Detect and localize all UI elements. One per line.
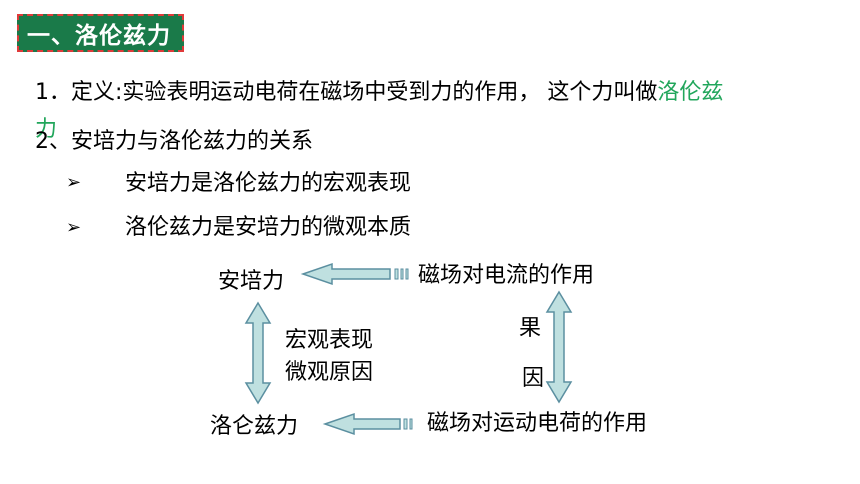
label-micro-cause: 微观原因: [285, 360, 374, 385]
bullet-text-1: 安培力是洛伦兹力的宏观表现: [125, 171, 412, 196]
label-macro-manifestation: 宏观表现: [285, 328, 374, 353]
definition-wrapped-char: 力: [35, 117, 58, 142]
left-arrow-icon: [300, 262, 409, 286]
section-title: 一、洛伦兹力: [17, 14, 184, 52]
bullet-arrow-icon: ➢: [66, 172, 82, 193]
definition-prefix: 1．定义:实验表明运动电荷在磁场中受到力的作用， 这个力叫做: [35, 80, 658, 105]
node-ampere-force: 安培力: [218, 269, 285, 294]
double-arrow-vertical-icon: [244, 301, 272, 405]
definition-line: 1．定义:实验表明运动电荷在磁场中受到力的作用， 这个力叫做洛伦兹: [35, 74, 723, 106]
node-lorentz-force: 洛仑兹力: [210, 414, 299, 439]
label-effect: 果: [519, 316, 542, 341]
label-cause: 因: [522, 366, 545, 391]
bullet-arrow-icon: ➢: [66, 217, 82, 238]
left-arrow-icon: [322, 412, 413, 436]
node-field-on-current: 磁场对电流的作用: [418, 263, 595, 288]
double-arrow-vertical-icon: [545, 290, 573, 404]
definition-highlight: 洛伦兹: [657, 80, 724, 105]
node-field-on-moving-charge: 磁场对运动电荷的作用: [427, 411, 648, 436]
bullet-text-2: 洛伦兹力是安培力的微观本质: [125, 215, 412, 240]
relation-heading: 2、安培力与洛伦兹力的关系: [35, 129, 313, 154]
